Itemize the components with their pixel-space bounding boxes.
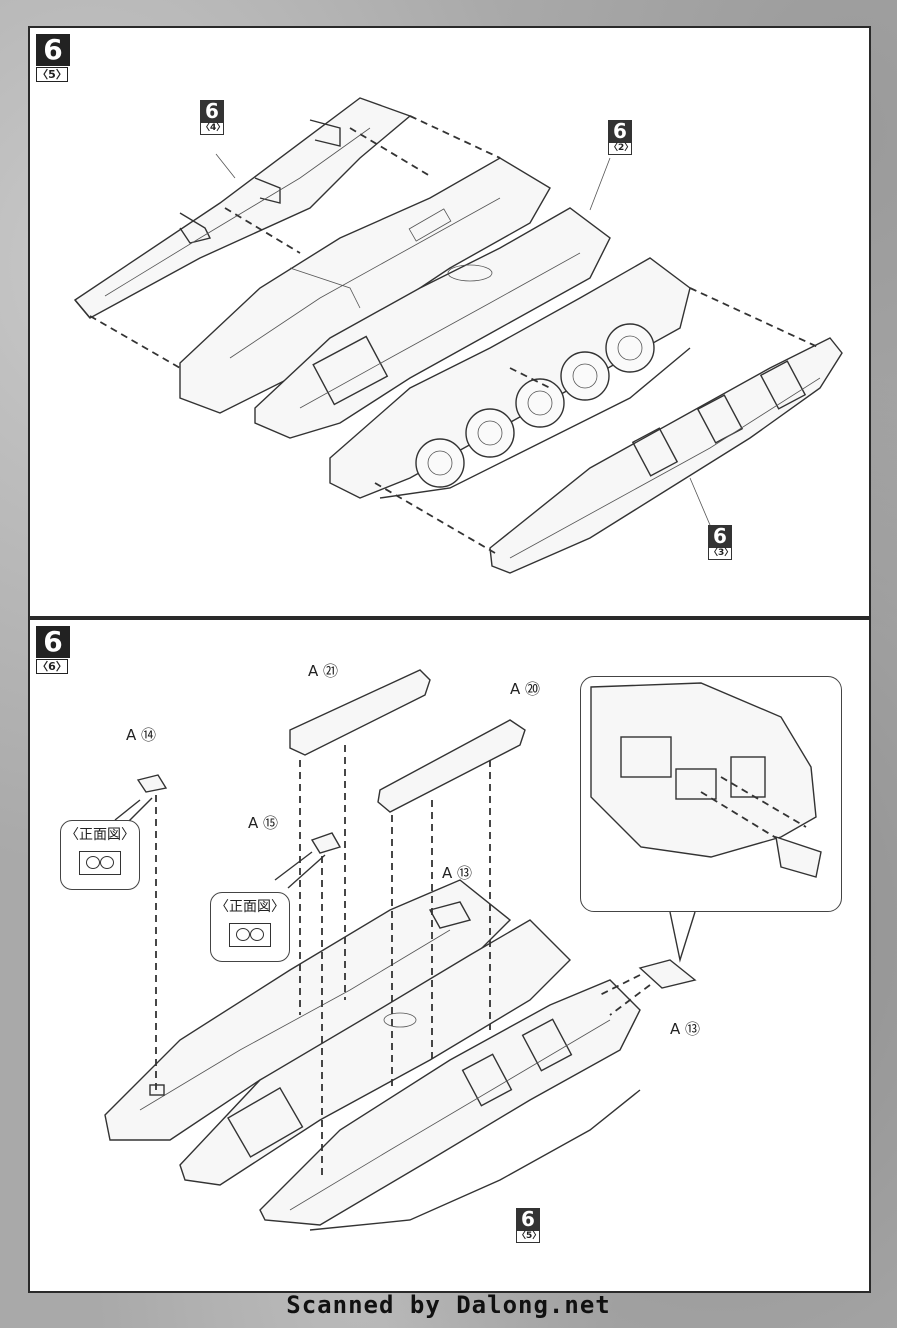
part-a15: [310, 832, 342, 854]
part-a21: [289, 669, 431, 756]
guide-line: [349, 127, 431, 177]
front-view-icon: [229, 923, 271, 947]
part-a13-side: [638, 959, 697, 989]
ref-badge-6-5: 6 〈5〉: [516, 1208, 542, 1243]
guide-line: [224, 207, 301, 254]
ref-badge-6-4: 6 〈4〉: [200, 100, 226, 135]
ref-number: 6: [608, 120, 632, 142]
part-a14: [136, 774, 168, 793]
step-badge: 6 〈5〉: [36, 34, 70, 82]
front-view-box-a15: 〈正面図〉: [210, 892, 290, 962]
ref-number: 6: [200, 100, 224, 122]
ref-sub-number: 〈3〉: [708, 547, 734, 560]
guide-line: [689, 287, 821, 349]
ref-number: 6: [516, 1208, 540, 1230]
ref-sub-number: 〈5〉: [516, 1230, 542, 1243]
callout-pointer: [669, 911, 696, 963]
ref-sub-number: 〈4〉: [200, 122, 226, 135]
step-number: 6: [36, 626, 70, 658]
upper-hull-plate-right: [259, 979, 641, 1231]
detail-inset-drawing: [590, 682, 822, 878]
guide-line: [509, 367, 551, 389]
step-badge: 6 〈6〉: [36, 626, 70, 674]
part-a13-main: [428, 901, 472, 929]
guide-line: [409, 115, 501, 159]
front-view-icon: [79, 851, 121, 875]
guide-line: [609, 984, 651, 1016]
part-label-a13-main: A ⑬: [442, 864, 473, 882]
detail-inset: [580, 676, 842, 912]
step-sub-number: 〈5〉: [36, 67, 68, 82]
side-skirt-part: [489, 337, 843, 574]
ref-badge-6-3: 6 〈3〉: [708, 525, 734, 560]
part-label-a20: A ⑳: [510, 680, 541, 698]
scan-credit: Scanned by Dalong.net: [286, 1291, 611, 1319]
hull-mid-plate: [254, 207, 611, 439]
front-view-box-a14: 〈正面図〉: [60, 820, 140, 890]
ref-number: 6: [708, 525, 732, 547]
ref-badge-6-2: 6 〈2〉: [608, 120, 634, 155]
part-a20: [377, 719, 526, 813]
front-view-label: 〈正面図〉: [215, 899, 285, 915]
upper-wedge-part: [73, 97, 412, 319]
assembly-panel-step-6-5: 6 〈5〉: [28, 26, 871, 618]
upper-hull-plate-mid: [179, 919, 571, 1186]
step-sub-number: 〈6〉: [36, 659, 68, 674]
guide-line: [89, 315, 181, 369]
front-view-label: 〈正面図〉: [65, 827, 135, 843]
part-label-a14: A ⑭: [126, 726, 157, 744]
guide-line: [374, 482, 496, 554]
guide-line: [599, 974, 641, 996]
part-label-a21: A ㉑: [308, 662, 339, 680]
exploded-upper-hull-drawing: [104, 669, 697, 1231]
hull-top-plate: [179, 157, 551, 414]
step-number: 6: [36, 34, 70, 66]
track-wheel-assembly: [329, 257, 691, 499]
assembly-panel-step-6-6: 6 〈6〉: [28, 618, 871, 1293]
part-label-a15: A ⑮: [248, 814, 279, 832]
exploded-hull-drawing: [73, 97, 843, 574]
part-label-a13-side: A ⑬: [670, 1020, 701, 1038]
ref-sub-number: 〈2〉: [608, 142, 634, 155]
